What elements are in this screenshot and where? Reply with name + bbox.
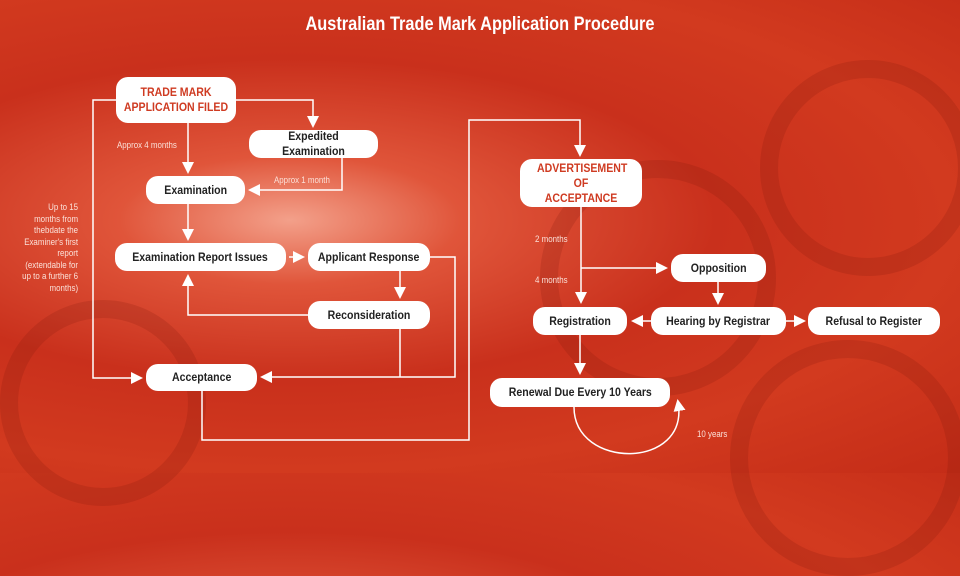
label-approx-4-months: Approx 4 months xyxy=(117,140,177,150)
node-renewal: Renewal Due Every 10 Years xyxy=(490,378,670,407)
node-application-filed: TRADE MARK APPLICATION FILED xyxy=(116,77,236,123)
node-label: Examination xyxy=(164,182,227,197)
label-10-years: 10 years xyxy=(697,429,728,439)
arrow-reconsideration-to-report xyxy=(182,274,308,316)
node-examination-report: Examination Report Issues xyxy=(115,243,286,271)
node-acceptance: Acceptance xyxy=(146,364,257,391)
arrow-acceptance-to-advertisement xyxy=(201,119,586,441)
node-expedited-examination: Expedited Examination xyxy=(249,129,378,158)
arrow-filed-to-acceptance xyxy=(92,99,143,384)
node-opposition: Opposition xyxy=(671,254,766,282)
node-advertisement: ADVERTISEMENT OF ACCEPTANCE xyxy=(520,159,642,207)
arrow-response-to-acceptance xyxy=(260,256,456,383)
node-label: Refusal to Register xyxy=(825,313,923,328)
node-label: Hearing by Registrar xyxy=(666,313,771,328)
node-label: Acceptance xyxy=(171,370,232,384)
arrow-renewal-loop xyxy=(573,399,686,455)
arrow-filed-to-expedited xyxy=(236,99,319,128)
label-up-to-15-months: Up to 15 months from thebdate the Examin… xyxy=(22,202,79,293)
node-examination: Examination xyxy=(146,176,245,204)
node-hearing: Hearing by Registrar xyxy=(651,307,786,335)
node-label: Applicant Response xyxy=(318,249,420,264)
node-registration: Registration xyxy=(533,307,627,335)
node-label: Opposition xyxy=(690,260,747,275)
node-label: Renewal Due Every 10 Years xyxy=(508,385,652,399)
node-label: Expedited Examination xyxy=(282,129,345,158)
node-refusal: Refusal to Register xyxy=(808,307,940,335)
label-4-months: 4 months xyxy=(535,275,568,285)
node-label: Reconsideration xyxy=(327,307,411,322)
node-label: ADVERTISEMENT OF ACCEPTANCE xyxy=(537,160,628,205)
page-title: Australian Trade Mark Application Proced… xyxy=(305,14,655,35)
node-label: Examination Report Issues xyxy=(132,249,269,264)
arrow-expedited-to-examination xyxy=(248,158,343,196)
node-applicant-response: Applicant Response xyxy=(308,243,430,271)
node-label: Registration xyxy=(549,313,611,328)
node-label: TRADE MARK APPLICATION FILED xyxy=(123,85,229,114)
connectors xyxy=(92,99,806,455)
label-approx-1-month: Approx 1 month xyxy=(274,175,330,185)
node-reconsideration: Reconsideration xyxy=(308,301,430,329)
label-2-months: 2 months xyxy=(535,234,568,244)
